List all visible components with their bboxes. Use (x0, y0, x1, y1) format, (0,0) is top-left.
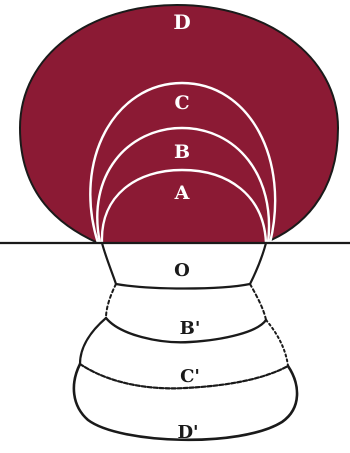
label-o: O (174, 260, 190, 281)
label-d: D (173, 10, 190, 34)
label-c: C (174, 92, 189, 114)
lower-outline-c-prime-left (80, 318, 106, 364)
lower-outline-b-prime (106, 284, 116, 318)
label-c-prime: C' (180, 366, 200, 387)
label-d-prime: D' (177, 422, 198, 443)
lower-outline-c-prime-right (266, 320, 288, 366)
lower-outline-b-prime-right (250, 284, 266, 320)
label-b-prime: B' (180, 318, 201, 339)
upper-dome-d (20, 5, 338, 243)
label-b: B (174, 141, 190, 163)
label-a: A (174, 182, 190, 204)
